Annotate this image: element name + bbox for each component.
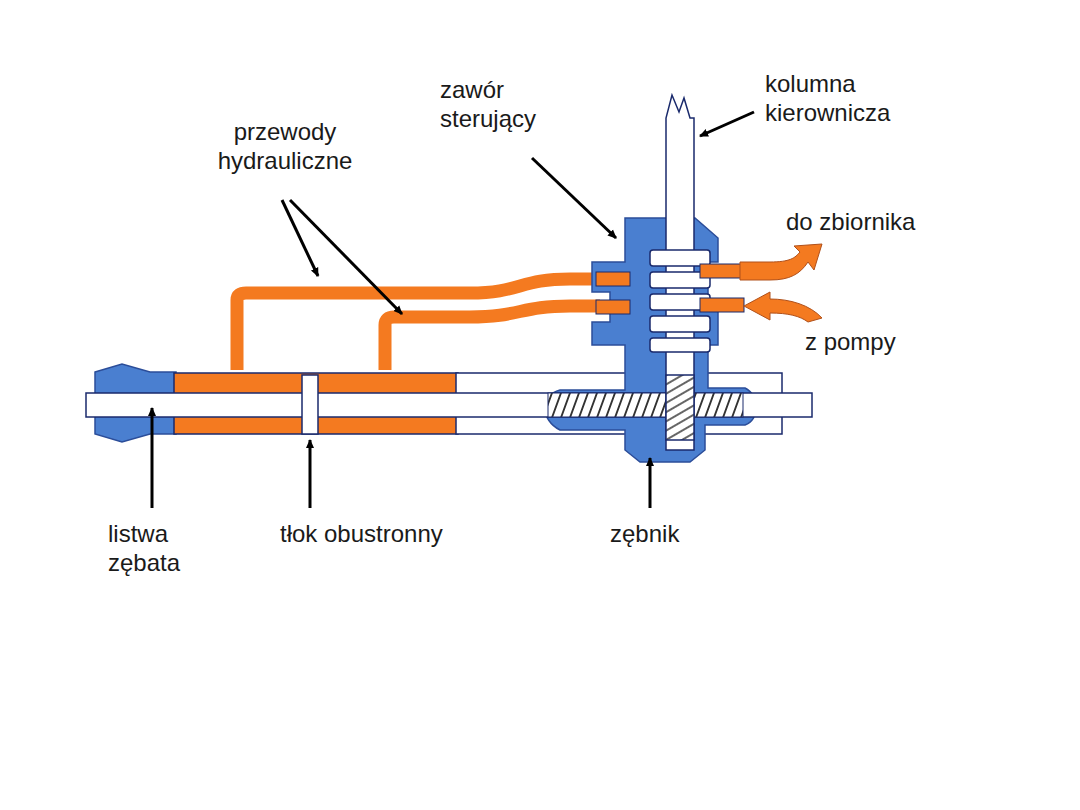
part-label: zębnik: [610, 520, 679, 549]
hydraulic-lines: [237, 279, 600, 370]
part-label: przewody hydrauliczne: [190, 118, 380, 176]
control-valve-body: [545, 218, 756, 462]
part-label: kolumna kierownicza: [765, 70, 925, 128]
ports: [596, 264, 744, 314]
to-reservoir-arrow: [740, 244, 822, 280]
rack-bar: [86, 393, 812, 417]
leader-lines: [152, 112, 754, 508]
part-label: z pompy: [805, 328, 896, 357]
part-label: do zbiornika: [786, 208, 915, 237]
part-label: tłok obustronny: [280, 520, 443, 549]
pinion: [666, 375, 694, 440]
part-label: listwa zębata: [108, 520, 218, 578]
part-label: zawór sterujący: [440, 76, 590, 134]
rack-teeth: [548, 393, 743, 417]
from-pump-arrow: [744, 292, 822, 322]
piston: [302, 375, 318, 434]
